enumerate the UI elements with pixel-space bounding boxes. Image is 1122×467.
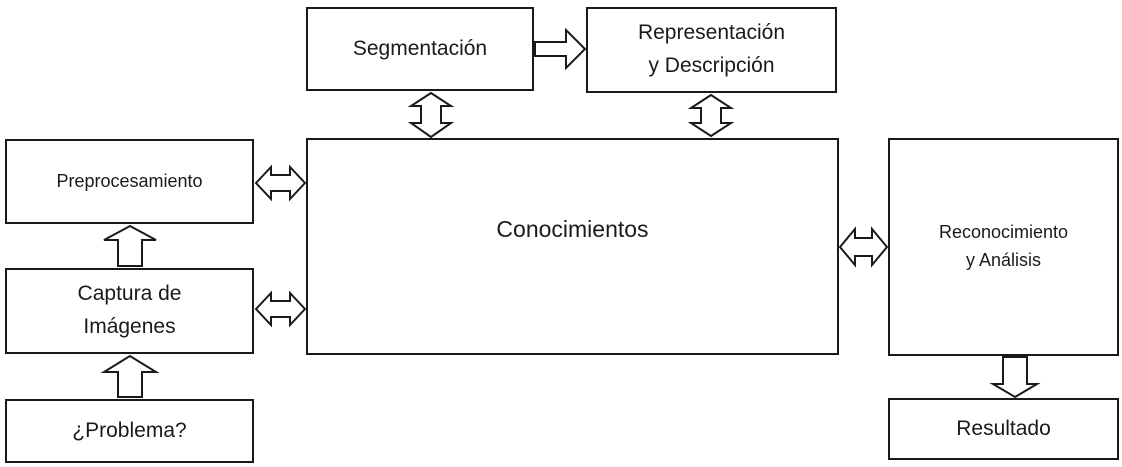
captura-label-line-1: Captura de (77, 282, 182, 306)
arrow-segmentacion-conocimientos (407, 91, 455, 139)
preprocesamiento-label: Preprocesamiento (56, 170, 203, 191)
arrow-captura-conocimientos (254, 290, 307, 328)
segmentacion-box: Segmentación (306, 7, 534, 91)
problema-box: ¿Problema? (5, 399, 254, 463)
arrow-problema-to-captura (100, 354, 160, 398)
arrow-reconocimiento-to-resultado (989, 356, 1041, 399)
arrow-segmentacion-to-representacion (534, 27, 587, 71)
segmentacion-label: Segmentación (352, 36, 488, 60)
resultado-label: Resultado (956, 416, 1051, 440)
reconocimiento-label-line-2: y Análisis (965, 250, 1042, 270)
arrow-conocimientos-reconocimiento (838, 226, 889, 268)
captura-label-line-2: Imágenes (83, 315, 176, 338)
arrow-representacion-conocimientos (687, 93, 735, 138)
conocimientos-box: Conocimientos (306, 138, 839, 355)
representacion-label-line-2: y Descripción (648, 54, 775, 77)
representacion-descripcion-box: Representación y Descripción (586, 7, 837, 93)
arrow-preprocesamiento-conocimientos (254, 164, 307, 202)
reconocimiento-label-line-1: Reconocimiento (938, 222, 1069, 243)
representacion-label-line-1: Representación (637, 21, 786, 45)
conocimientos-label: Conocimientos (496, 216, 649, 242)
problema-label: ¿Problema? (72, 418, 187, 442)
arrow-captura-to-preprocesamiento (103, 224, 157, 267)
captura-imagenes-box: Captura de Imágenes (5, 268, 254, 354)
reconocimiento-analisis-box: Reconocimiento y Análisis (888, 138, 1119, 356)
preprocesamiento-box: Preprocesamiento (5, 139, 254, 224)
resultado-box: Resultado (888, 398, 1119, 460)
